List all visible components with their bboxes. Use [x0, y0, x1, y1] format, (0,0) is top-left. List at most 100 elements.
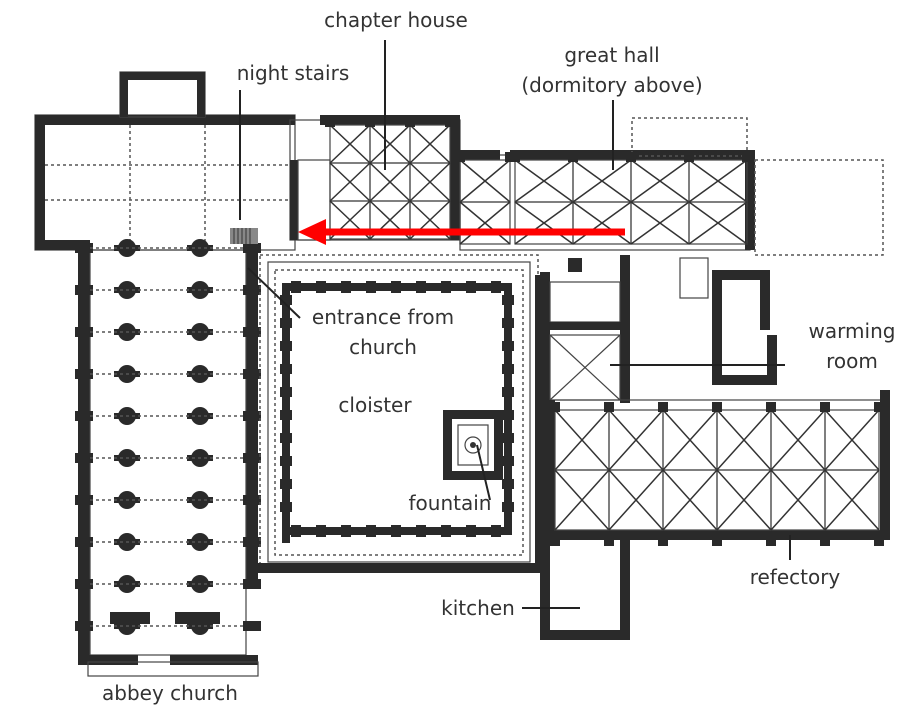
cloister-pier-west	[280, 456, 292, 466]
refectory-vault-rib	[824, 409, 880, 471]
great-hall-vault-buttress	[626, 152, 636, 162]
nave-buttress	[243, 285, 261, 295]
chapter-house-vault-rib	[409, 162, 451, 202]
cloister-pier-south	[366, 525, 376, 537]
chapter-house-vault-rib	[329, 162, 371, 202]
refectory-vault-rib	[716, 409, 772, 471]
refectory-vault-rib	[824, 469, 880, 531]
cloister-pier-north	[416, 281, 426, 293]
refectory-buttress	[604, 532, 614, 546]
cloister-pier-south	[291, 525, 301, 537]
chapter-house-vault-buttress	[325, 117, 335, 127]
refectory-buttress	[766, 532, 776, 546]
kitchen	[540, 540, 630, 640]
refectory-vault	[824, 469, 880, 531]
refectory-buttress	[712, 532, 722, 546]
passage-vault-rib	[459, 159, 511, 203]
label-room: room	[826, 349, 878, 373]
nave-buttress	[75, 411, 93, 421]
refectory-buttress	[658, 532, 668, 546]
cloister-pier-east	[502, 364, 514, 374]
cloister-pier-west	[280, 410, 292, 420]
nave-buttress	[243, 369, 261, 379]
refectory-vault-rib	[554, 469, 610, 531]
cloister-pier-west	[280, 433, 292, 443]
refectory-vault-rib	[662, 469, 718, 531]
night-stairs-steps	[230, 228, 258, 244]
label-church: church	[349, 335, 417, 359]
refectory-vaults	[550, 402, 884, 546]
great-hall-vault	[688, 201, 748, 245]
refectory-vault-rib	[662, 409, 718, 471]
great-hall-vault-buttress	[568, 152, 578, 162]
passage-vault-rib	[459, 201, 511, 245]
east-range-vaults	[325, 117, 752, 245]
refectory-vault-rib	[716, 469, 772, 531]
nave-buttress	[243, 537, 261, 547]
nave-buttress	[243, 411, 261, 421]
label-chapter-house: chapter house	[324, 8, 468, 32]
refectory-vault-rib	[608, 469, 664, 531]
cloister-pier-south	[416, 525, 426, 537]
nave-piers	[75, 239, 261, 635]
cloister-pier-west	[280, 318, 292, 328]
cloister-arcade-piers	[280, 281, 514, 537]
arrow-head	[298, 219, 326, 245]
dormitory-to-stairs-arrow	[298, 219, 625, 245]
passage-vault	[459, 201, 511, 245]
label-fountain: fountain	[409, 491, 492, 515]
cloister-pier-south	[491, 525, 501, 537]
refectory-vault-buttress	[604, 402, 614, 412]
label-cloister: cloister	[338, 393, 412, 417]
cloister-pier-south	[316, 525, 326, 537]
refectory-vault-rib	[608, 409, 664, 471]
label-great-hall: great hall	[564, 43, 659, 67]
cloister-pier-west	[280, 341, 292, 351]
great-hall-vault-rib	[688, 201, 748, 245]
cloister-pier-north	[341, 281, 351, 293]
cloister-pier-east	[502, 456, 514, 466]
nave-buttress	[75, 621, 93, 631]
great-hall-vault-rib	[630, 159, 690, 203]
cloister-pier-west	[280, 502, 292, 512]
cloister-pier-west	[280, 364, 292, 374]
leader-lines	[239, 40, 791, 609]
chapter-house-vault-buttress	[405, 117, 415, 127]
cloister-pier-north	[491, 281, 501, 293]
cloister-pier-west	[280, 479, 292, 489]
cloister-pier-east	[502, 433, 514, 443]
cloister-pier-east	[502, 410, 514, 420]
refectory-vault-rib	[770, 469, 826, 531]
nave-buttress	[243, 243, 261, 253]
refectory-vault-buttress	[820, 402, 830, 412]
label-abbey-church: abbey church	[102, 681, 238, 705]
nave-buttress	[75, 537, 93, 547]
refectory-vault-buttress	[766, 402, 776, 412]
nave-buttress	[75, 495, 93, 505]
label-dormitory-above: (dormitory above)	[521, 73, 702, 97]
great-hall-vault-buttress	[684, 152, 694, 162]
refectory-vault-rib	[554, 409, 610, 471]
nave-buttress	[243, 579, 261, 589]
cloister-pier-west	[280, 295, 292, 305]
refectory-buttress	[550, 532, 560, 546]
refectory-vault-buttress	[712, 402, 722, 412]
cloister-pier-north	[441, 281, 451, 293]
great-hall-vault-rib	[572, 159, 632, 203]
chapter-house-vault-rib	[369, 124, 411, 164]
cloister-pier-east	[502, 318, 514, 328]
label-kitchen: kitchen	[441, 596, 515, 620]
nave-buttress	[75, 369, 93, 379]
great-hall-vault-buttress	[510, 152, 520, 162]
cloister-pier-south	[391, 525, 401, 537]
refectory-vault-rib	[770, 409, 826, 471]
refectory-vault-buttress	[874, 402, 884, 412]
chapter-house-vault-rib	[409, 124, 451, 164]
nave-buttress	[75, 579, 93, 589]
label-refectory: refectory	[750, 565, 841, 589]
cloister-pier-east	[502, 295, 514, 305]
fountain-structure	[443, 410, 503, 480]
warming-room	[540, 255, 777, 403]
nave-buttress	[75, 453, 93, 463]
chapter-house-vault-rib	[329, 124, 371, 164]
